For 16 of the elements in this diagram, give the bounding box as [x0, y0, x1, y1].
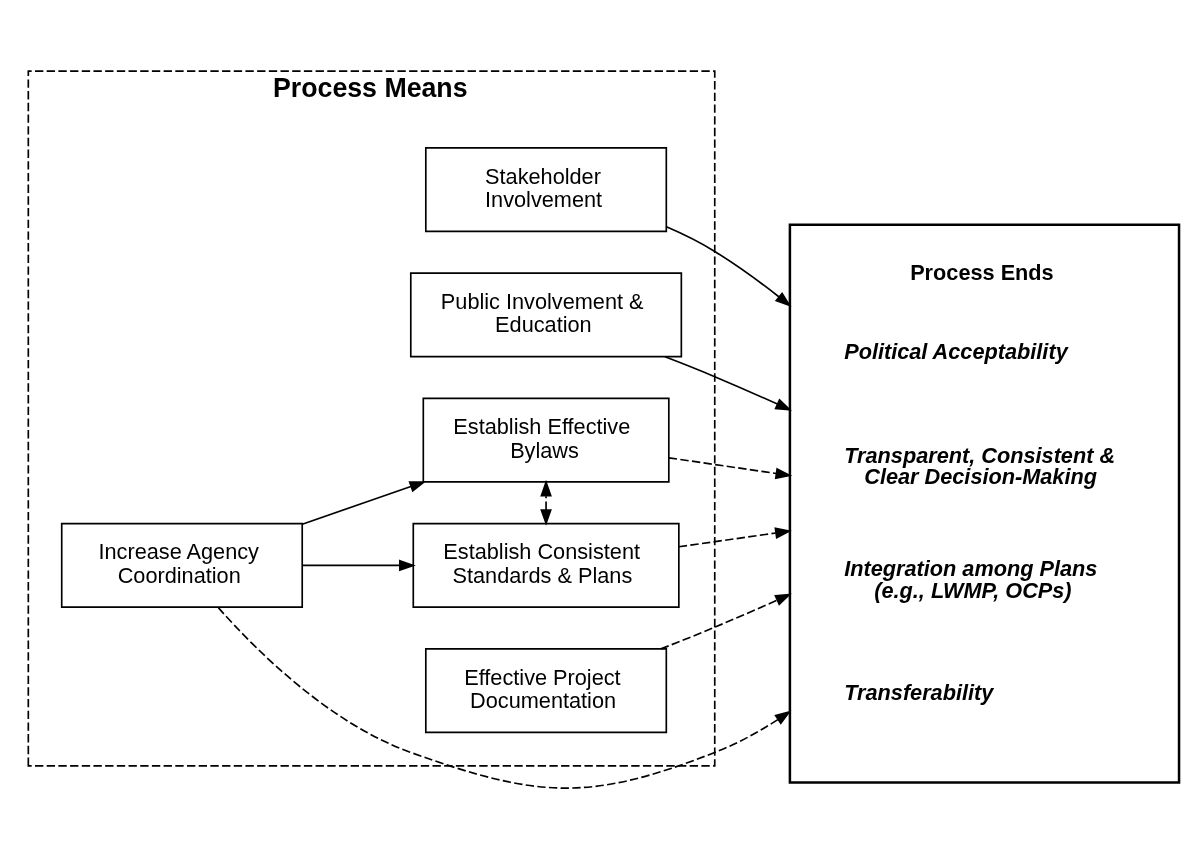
arrow [301, 559, 416, 572]
arrow [664, 355, 793, 411]
arrow [540, 479, 552, 526]
node-box: Effective Project Documentation [424, 648, 668, 734]
arrow [678, 527, 792, 548]
arrow [668, 457, 793, 480]
arrow [217, 607, 792, 789]
node-box: Process Ends Political Acceptability Transparent, Consistent & Clear Decision-Making Integration among Plans (e.g., LWMP, OCPs) Transferability [788, 223, 1181, 784]
node-box: Public Involvement & Education [409, 272, 683, 358]
node-box: Establish Effective Bylaws [422, 397, 670, 483]
node-box: Establish Consistent Standards & Plans [412, 522, 680, 608]
arrow [665, 225, 792, 307]
arrow [660, 593, 792, 650]
arrow [301, 481, 427, 526]
node-box: Stakeholder Involvement [424, 147, 668, 233]
node-box: Increase Agency Coordination [60, 522, 304, 608]
